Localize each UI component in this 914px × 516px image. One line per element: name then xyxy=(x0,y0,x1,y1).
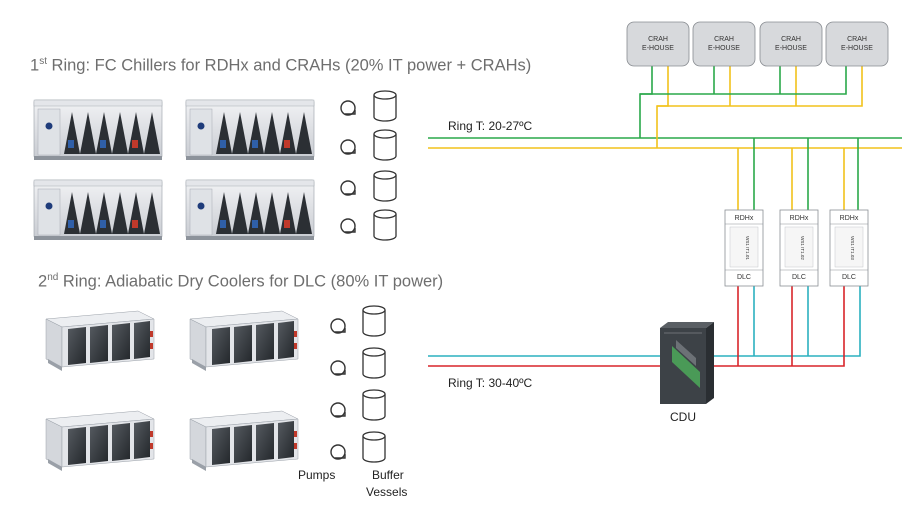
buffer-vessel-icon xyxy=(362,347,386,379)
it-rack-2: RDHx WS1 IT1.02 DLC xyxy=(779,209,819,287)
crah-e-house-2: CRAH E-HOUSE xyxy=(692,21,756,67)
svg-text:WS1 IT1.01: WS1 IT1.01 xyxy=(745,236,750,260)
svg-text:RDHx: RDHx xyxy=(790,215,809,222)
pump-icon xyxy=(330,402,346,418)
pump-icon xyxy=(340,100,356,116)
svg-text:CRAH: CRAH xyxy=(781,36,801,43)
fc-chiller-3 xyxy=(33,179,163,241)
pump-icon xyxy=(340,218,356,234)
svg-text:DLC: DLC xyxy=(737,274,751,281)
svg-text:E-HOUSE: E-HOUSE xyxy=(708,45,740,52)
vessels-label: Vessels xyxy=(366,485,408,499)
crah-e-house-4: CRAH E-HOUSE xyxy=(825,21,889,67)
ring1-temperature: Ring T: 20-27ºC xyxy=(448,119,533,133)
it-rack-1: RDHx WS1 IT1.01 DLC xyxy=(724,209,764,287)
svg-text:DLC: DLC xyxy=(842,274,856,281)
pump-icon xyxy=(330,318,346,334)
pump-icon xyxy=(340,180,356,196)
adiabatic-dry-cooler-1 xyxy=(45,310,155,372)
crah-e-house-3: CRAH E-HOUSE xyxy=(759,21,823,67)
buffer-vessel-icon xyxy=(373,129,397,161)
ring2-title: 2nd Ring: Adiabatic Dry Coolers for DLC … xyxy=(38,272,444,291)
ring2-temperature: Ring T: 30-40ºC xyxy=(448,376,533,390)
ring1-title: 1st Ring: FC Chillers for RDHx and CRAHs… xyxy=(30,56,532,75)
buffer-vessel-icon xyxy=(373,170,397,202)
fc-chiller-4 xyxy=(185,179,315,241)
buffer-vessel-icon xyxy=(362,431,386,463)
svg-text:CRAH: CRAH xyxy=(648,36,668,43)
ring2-piping xyxy=(428,286,861,367)
pump-icon xyxy=(340,139,356,155)
svg-text:DLC: DLC xyxy=(792,274,806,281)
cdu-label: CDU xyxy=(670,410,696,424)
svg-text:E-HOUSE: E-HOUSE xyxy=(775,45,807,52)
pump-icon xyxy=(330,444,346,460)
pump-icon xyxy=(330,360,346,376)
svg-text:E-HOUSE: E-HOUSE xyxy=(642,45,674,52)
svg-text:RDHx: RDHx xyxy=(735,215,754,222)
buffer-vessel-icon xyxy=(373,90,397,122)
fc-chiller-2 xyxy=(185,99,315,161)
svg-text:RDHx: RDHx xyxy=(840,215,859,222)
cdu-unit xyxy=(660,322,714,404)
buffer-label: Buffer xyxy=(372,468,404,482)
pumps-label: Pumps xyxy=(298,468,336,482)
crah-e-house-1: CRAH E-HOUSE xyxy=(626,21,690,67)
buffer-vessel-icon xyxy=(373,209,397,241)
adiabatic-dry-cooler-3 xyxy=(45,410,155,472)
svg-text:CRAH: CRAH xyxy=(847,36,867,43)
buffer-vessel-icon xyxy=(362,305,386,337)
svg-text:CRAH: CRAH xyxy=(714,36,734,43)
ring1-piping xyxy=(428,66,902,210)
fc-chiller-1 xyxy=(33,99,163,161)
buffer-vessel-icon xyxy=(362,389,386,421)
svg-text:E-HOUSE: E-HOUSE xyxy=(841,45,873,52)
svg-text:WS1 IT1.03: WS1 IT1.03 xyxy=(850,236,855,260)
svg-text:WS1 IT1.02: WS1 IT1.02 xyxy=(800,236,805,260)
adiabatic-dry-cooler-2 xyxy=(189,310,299,372)
adiabatic-dry-cooler-4 xyxy=(189,410,299,472)
it-rack-3: RDHx WS1 IT1.03 DLC xyxy=(829,209,869,287)
